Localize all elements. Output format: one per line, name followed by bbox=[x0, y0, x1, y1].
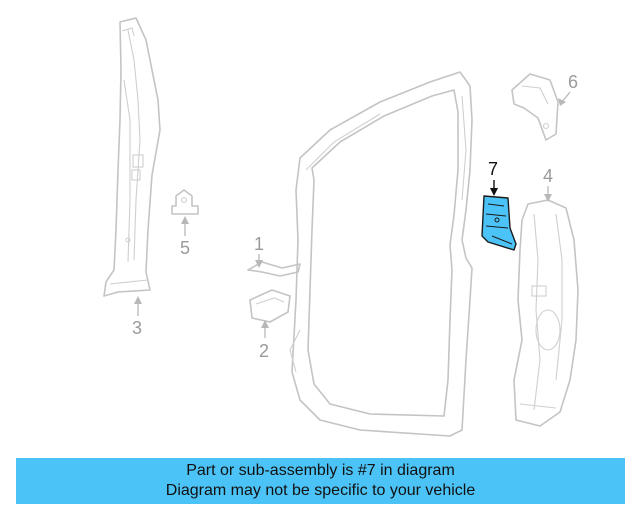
part-7-reinforcement bbox=[481, 195, 517, 251]
banner-line-disclaimer: Diagram may not be specific to your vehi… bbox=[165, 482, 476, 499]
callout-1-label: 1 bbox=[254, 234, 264, 254]
part-6-bracket bbox=[511, 73, 559, 141]
parts-diagram: 7 6 4 5 1 2 3 bbox=[103, 17, 579, 437]
callout-4: 4 bbox=[543, 166, 553, 202]
callout-2: 2 bbox=[259, 320, 269, 361]
banner-line-part: Part or sub-assembly is #7 in diagram bbox=[186, 462, 455, 479]
callout-7: 7 bbox=[488, 159, 498, 196]
part-4-b-pillar bbox=[513, 199, 579, 427]
callout-2-label: 2 bbox=[259, 341, 269, 361]
callout-5: 5 bbox=[180, 216, 190, 258]
callout-5-label: 5 bbox=[180, 238, 190, 258]
part-2-hinge-block bbox=[249, 289, 291, 323]
info-banner: Part or sub-assembly is #7 in diagram Di… bbox=[16, 458, 625, 504]
callout-1: 1 bbox=[254, 234, 264, 268]
callout-6-label: 6 bbox=[568, 72, 578, 92]
callout-3: 3 bbox=[132, 296, 142, 338]
part-3-hinge-pillar bbox=[103, 17, 161, 297]
part-5-bracket bbox=[171, 189, 199, 215]
door-frame bbox=[289, 71, 473, 437]
callout-4-label: 4 bbox=[543, 166, 553, 186]
callout-3-label: 3 bbox=[132, 318, 142, 338]
part-1-hinge-strip bbox=[247, 261, 301, 277]
callout-7-label: 7 bbox=[488, 159, 498, 179]
callout-6: 6 bbox=[558, 72, 578, 106]
